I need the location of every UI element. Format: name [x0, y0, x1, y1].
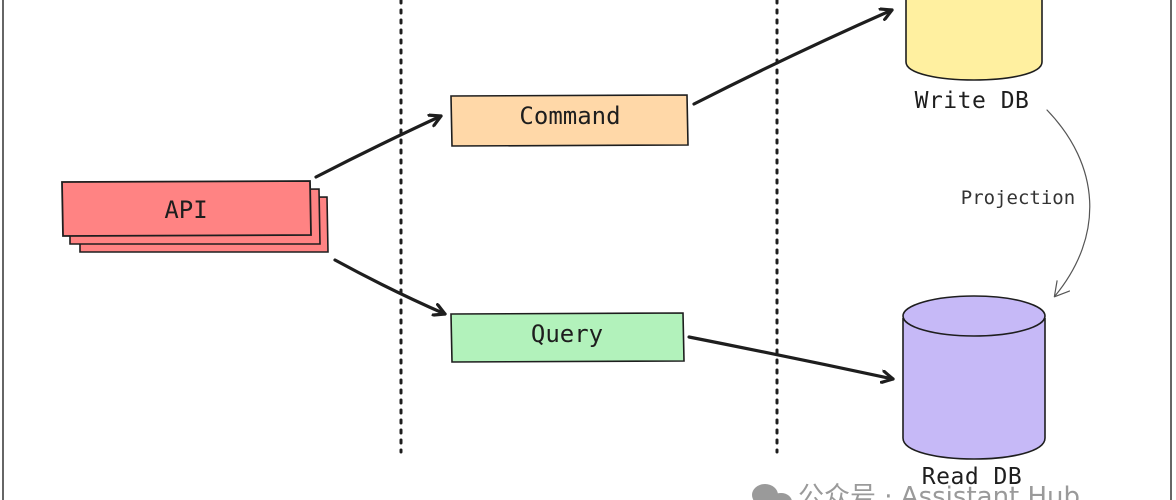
wechat-icon: [752, 484, 792, 500]
write-db-label: Write DB: [915, 88, 1030, 114]
command-box: [450, 94, 689, 147]
query-node: Query: [450, 312, 685, 363]
command-node: Command: [450, 94, 689, 147]
api-card-front: [61, 180, 312, 237]
read-db-label: Read DB: [922, 464, 1022, 490]
read-db-cylinder-top: [902, 295, 1046, 337]
watermark: 公众号 · Assistant Hub: [752, 482, 1080, 500]
watermark-text: 公众号 · Assistant Hub: [798, 482, 1080, 500]
arrow-projection: [1046, 109, 1091, 298]
write-db-node: Write DB: [905, 0, 1043, 114]
read-db-cylinder-body: [902, 318, 1046, 460]
read-db-node: Read DB: [902, 295, 1046, 490]
arrow-api-to-query: [333, 258, 447, 314]
command-label: Command: [519, 102, 620, 130]
api-node: API: [61, 180, 329, 253]
write-db-cylinder: [905, 0, 1043, 81]
query-label: Query: [531, 320, 603, 348]
query-box: [450, 312, 685, 363]
arrow-command-to-write-db: [692, 10, 894, 106]
api-label: API: [164, 196, 207, 224]
arrow-api-to-command: [314, 116, 443, 179]
projection-label: Projection: [961, 187, 1075, 209]
arrow-query-to-read-db: [687, 335, 895, 379]
